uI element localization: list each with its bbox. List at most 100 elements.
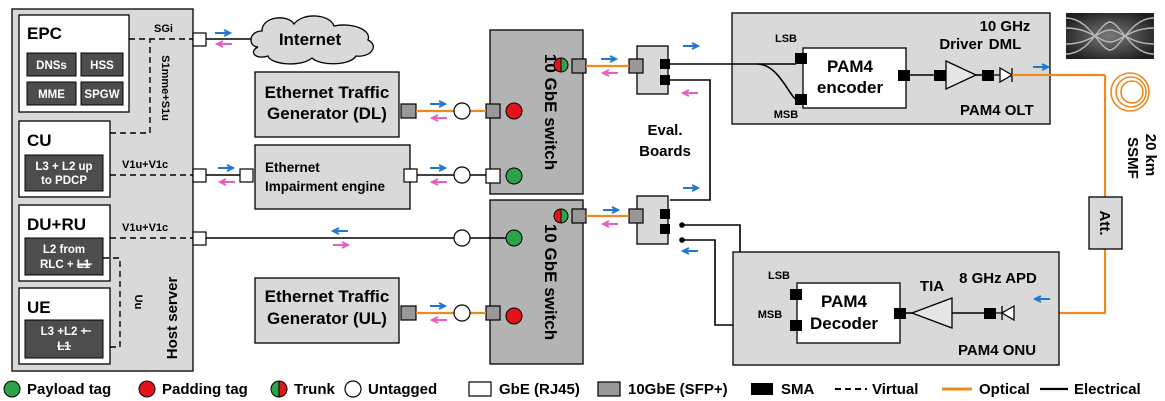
apd-sma (984, 308, 996, 319)
sw-top-trunk-right (553, 57, 562, 73)
driver-amplifier (945, 59, 978, 91)
impairment-engine (254, 144, 411, 210)
legend-gbe-swatch (468, 381, 492, 397)
impairment-engine-line2: Impairment engine (265, 179, 386, 194)
olt-title: PAM4 OLT (960, 102, 1034, 119)
pam4-encoder-box (802, 47, 907, 109)
onu-lsb-label: LSB (768, 270, 790, 282)
legend-trunk-label: Trunk (294, 381, 335, 398)
pam4-encoder-line2: encoder (817, 78, 884, 97)
host-server-label: Host server (164, 277, 181, 360)
sw-top-payload-tag (505, 167, 523, 185)
internet-cloud (250, 15, 374, 65)
legend-10gbe-label: 10GbE (SFP+) (628, 381, 728, 398)
ue-module-line2: L1 (57, 341, 71, 353)
epc-module-spgw (80, 81, 124, 106)
gen-ul-sfp (400, 305, 417, 321)
uu-virtual-link (103, 257, 121, 348)
eval-boards-line1: Eval. (647, 122, 682, 139)
sw-top-sfp-dl (485, 103, 501, 119)
cu-module-line1: L3 + L2 up (35, 161, 92, 173)
legend-gbe-label: GbE (RJ45) (499, 381, 580, 398)
epc-module-dnss (26, 52, 77, 77)
epc-module-spgw-label: SPGW (84, 89, 119, 101)
traffic-generator-ul-line1: Ethernet Traffic (265, 287, 390, 306)
eval-bottom-sma-1 (660, 209, 670, 219)
pam4-decoder-line2: Decoder (810, 314, 878, 333)
legend-10gbe-swatch (597, 381, 621, 397)
direction-arrows (214, 29, 1051, 324)
traffic-generator-dl (254, 71, 400, 138)
switch-top-label: 10 GbE switch (541, 54, 560, 170)
sw-bottom-sfp-ul (485, 305, 501, 321)
du-ru-module (24, 237, 104, 276)
onu-msb-label: MSB (758, 309, 783, 321)
cu-title: CU (27, 131, 52, 150)
epc-module-mme-label: MME (38, 89, 65, 101)
pam4-encoder-line1: PAM4 (827, 57, 874, 76)
ue-module (24, 319, 104, 359)
host-port-cu (192, 168, 207, 183)
eval-bottom-node-1 (679, 222, 685, 228)
sw-top-rj-impair (485, 168, 501, 184)
sw-bottom-padding-tag (505, 307, 523, 325)
onu-title: PAM4 ONU (958, 342, 1036, 359)
legend-trunk-swatch-right (278, 380, 288, 398)
eval-top-sma-2 (660, 75, 670, 85)
sw-bottom-sfp-trunk (571, 208, 587, 224)
tia-label: TIA (920, 278, 944, 295)
dml-line2: DML (989, 36, 1022, 53)
olt-lsb-label: LSB (775, 33, 797, 45)
internet-label: Internet (279, 30, 342, 49)
sw-bottom-trunk-right (553, 208, 562, 224)
traffic-generator-ul (254, 277, 400, 344)
attenuator-label: Att. (1096, 211, 1113, 236)
host-port-du (192, 231, 207, 246)
sw-bottom-payload-tag (505, 229, 523, 247)
legend-sma-label: SMA (781, 381, 815, 398)
legend-padding-swatch (138, 380, 156, 398)
du-ru-title: DU+RU (27, 215, 86, 234)
sw-top-padding-tag (505, 102, 523, 120)
gen-dl-untagged (453, 102, 471, 120)
olt-msb-label: MSB (774, 109, 799, 121)
eye-diagram-image (1065, 13, 1155, 59)
decoder-sma-out (894, 308, 906, 319)
decoder-sma-1 (790, 289, 802, 300)
cu-module-line2: to PDCP (41, 175, 87, 187)
eval-boards-line2: Boards (639, 143, 691, 160)
cu-v1-label: V1u+V1c (122, 159, 168, 171)
legend-untagged-label: Untagged (368, 381, 437, 398)
legend-payload-label: Payload tag (27, 381, 111, 398)
eval-bottom-sfp (628, 208, 644, 224)
legend-optical-label: Optical (979, 381, 1030, 398)
encoder-sma-out (898, 70, 910, 81)
fiber-spool-icon (1110, 72, 1150, 112)
du-untagged (453, 229, 471, 247)
fiber-length: 20 km (1142, 134, 1159, 177)
legend-electrical-label: Electrical (1074, 381, 1141, 398)
fiber-type: SSMF (1124, 137, 1141, 179)
impair-port-right (403, 168, 418, 183)
sw-top-sfp-trunk (571, 58, 587, 74)
legend-virtual-label: Virtual (872, 381, 918, 398)
gen-dl-sfp (400, 103, 417, 119)
du-ru-module-line1: L2 from (43, 244, 85, 256)
impairment-engine-line1: Ethernet (265, 160, 320, 175)
dml-sma (982, 70, 994, 81)
du-ru-module-line2: RLC + L1 (40, 259, 91, 271)
switch-bottom (489, 199, 584, 365)
encoder-sma-in-2 (795, 94, 807, 105)
eval-top-sfp (628, 58, 644, 74)
driver-label: Driver (939, 36, 983, 53)
s1-virtual-link (110, 39, 151, 134)
ue-module-line1: L3 +L2 + (41, 326, 88, 338)
gen-ul-untagged (453, 304, 471, 322)
legend-trunk-swatch-left (270, 380, 280, 398)
epc-module-mme (26, 81, 77, 106)
eval-top-loop-link (670, 79, 711, 201)
du-v1-label: V1u+V1c (122, 222, 168, 234)
pam4-decoder-line1: PAM4 (821, 292, 868, 311)
legend: Payload tag Padding tag Trunk Untagged G… (3, 380, 1141, 398)
